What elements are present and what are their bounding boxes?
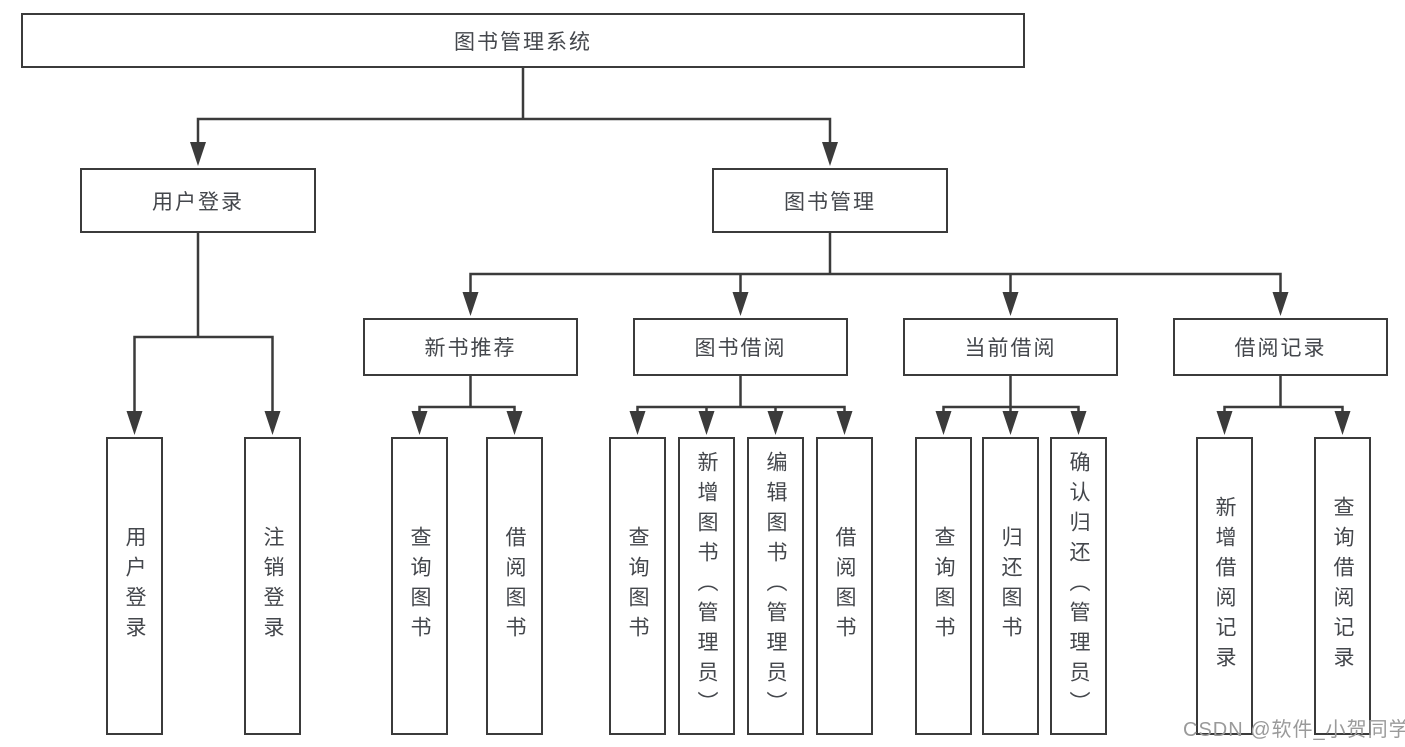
node-label: 图书管理系统: [454, 30, 592, 54]
node-new-book-recommend: 新书推荐: [363, 318, 578, 376]
leaf-user-login: 用户登录: [106, 437, 163, 735]
node-label: 借阅图书: [833, 526, 856, 646]
edge-newbooks-to-leaves: [418, 375, 516, 419]
node-current-borrow: 当前借阅: [903, 318, 1118, 376]
edge-login-to-leaves: [133, 231, 274, 419]
arrow-down-icon: [836, 411, 853, 435]
node-label: 注销登录: [261, 526, 284, 646]
leaf-borrow-borrow-books: 借阅图书: [816, 437, 873, 735]
leaf-current-confirm-return-admin: 确认归还（管理员）: [1050, 437, 1107, 735]
arrow-down-icon: [1334, 411, 1351, 435]
node-label: 新增图书（管理员）: [695, 451, 718, 721]
arrowhead-icons: [126, 142, 1351, 435]
arrow-down-icon: [698, 411, 715, 435]
node-label: 查询借阅记录: [1331, 496, 1354, 676]
leaf-current-return-books: 归还图书: [982, 437, 1039, 735]
arrow-down-icon: [1002, 411, 1019, 435]
node-book-borrow: 图书借阅: [633, 318, 848, 376]
node-label: 归还图书: [999, 526, 1022, 646]
node-label: 查询图书: [932, 526, 955, 646]
node-label: 编辑图书（管理员）: [764, 451, 787, 721]
leaf-borrow-edit-books-admin: 编辑图书（管理员）: [747, 437, 804, 735]
node-library-management-system: 图书管理系统: [21, 13, 1025, 68]
arrow-down-icon: [732, 292, 749, 316]
leaf-logout-login: 注销登录: [244, 437, 301, 735]
arrow-down-icon: [506, 411, 523, 435]
edge-mgmt-to-level3: [469, 231, 1282, 300]
node-book-management: 图书管理: [712, 168, 948, 233]
node-label: 查询图书: [626, 526, 649, 646]
node-borrow-records: 借阅记录: [1173, 318, 1388, 376]
arrow-down-icon: [462, 292, 479, 316]
arrow-down-icon: [1002, 292, 1019, 316]
node-label: 当前借阅: [964, 337, 1057, 360]
arrow-down-icon: [822, 142, 838, 166]
arrow-down-icon: [1216, 411, 1233, 435]
node-user-login: 用户登录: [80, 168, 316, 233]
leaf-records-add-record: 新增借阅记录: [1196, 437, 1253, 735]
leaf-newbooks-query-books: 查询图书: [391, 437, 448, 735]
csdn-watermark: CSDN @软件_小贺同学: [1183, 719, 1405, 741]
arrow-down-icon: [767, 411, 784, 435]
leaf-newbooks-borrow-books: 借阅图书: [486, 437, 543, 735]
node-label: 新增借阅记录: [1213, 496, 1236, 676]
node-label: 图书借阅: [694, 337, 787, 360]
arrow-down-icon: [1070, 411, 1087, 435]
node-label: 新书推荐: [424, 337, 517, 360]
edge-bookborrow-to-leaves: [636, 375, 846, 419]
arrow-down-icon: [629, 411, 646, 435]
edge-root-to-level2: [196, 66, 832, 150]
arrow-down-icon: [190, 142, 206, 166]
node-label: 用户登录: [123, 526, 146, 646]
node-label: 确认归还（管理员）: [1067, 451, 1090, 721]
leaf-borrow-add-books-admin: 新增图书（管理员）: [678, 437, 735, 735]
arrow-down-icon: [264, 411, 281, 435]
connector-edges: [133, 66, 1344, 419]
arrow-down-icon: [1272, 292, 1289, 316]
edge-records-to-leaves: [1223, 375, 1344, 419]
node-label: 用户登录: [152, 190, 244, 214]
arrow-down-icon: [126, 411, 143, 435]
leaf-records-query-record: 查询借阅记录: [1314, 437, 1371, 735]
arrow-down-icon: [411, 411, 428, 435]
leaf-current-query-books: 查询图书: [915, 437, 972, 735]
node-label: 借阅图书: [503, 526, 526, 646]
arrow-down-icon: [935, 411, 952, 435]
node-label: 图书管理: [784, 190, 876, 214]
leaf-borrow-query-books: 查询图书: [609, 437, 666, 735]
node-label: 查询图书: [408, 526, 431, 646]
node-label: 借阅记录: [1234, 337, 1327, 360]
